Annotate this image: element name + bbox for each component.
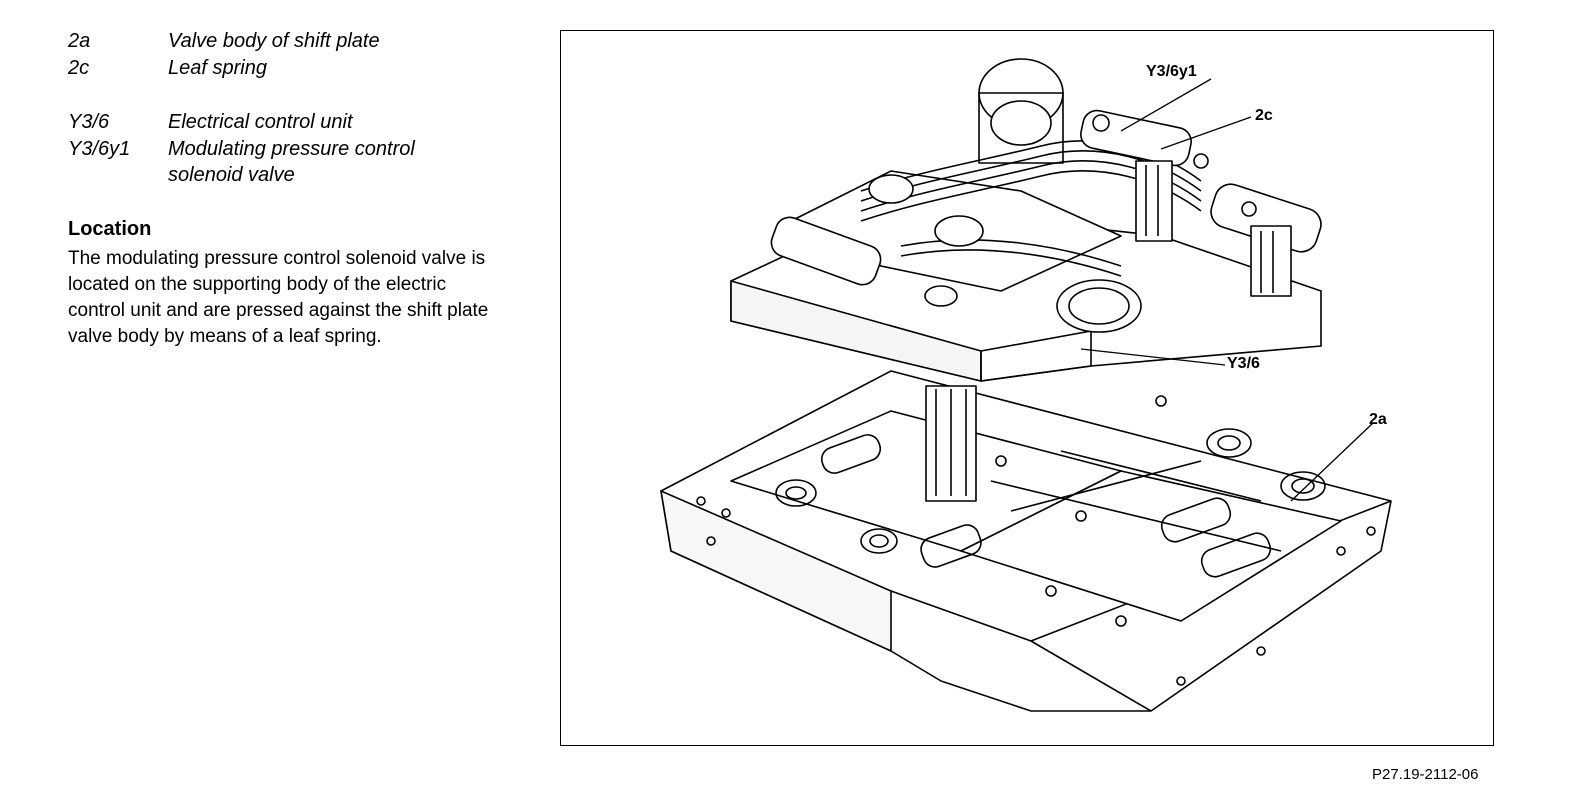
legend-code: Y3/6 xyxy=(68,111,110,133)
figure-frame: Y3/6y1 2c Y3/6 2a xyxy=(560,30,1494,746)
callout-y36: Y3/6 xyxy=(1227,355,1260,372)
legend-code: 2a xyxy=(68,30,91,52)
callout-y36y1: Y3/6y1 xyxy=(1146,63,1197,80)
legend-desc: Valve body of shift plate xyxy=(168,30,380,52)
legend-desc: Leaf spring xyxy=(168,57,267,79)
figure-reference: P27.19-2112-06 xyxy=(1372,766,1479,783)
control-unit-drawing xyxy=(730,58,1322,502)
legend-desc: Modulating pressure control xyxy=(168,138,415,160)
legend-code: Y3/6y1 xyxy=(68,138,131,160)
callout-2c: 2c xyxy=(1255,107,1273,124)
transmission-valve-illustration xyxy=(660,58,1392,712)
legend-desc-continued: solenoid valve xyxy=(168,164,295,186)
location-heading: Location xyxy=(68,218,152,240)
legend-code: 2c xyxy=(68,57,90,79)
bolts xyxy=(696,395,1376,686)
valve-body-drawing xyxy=(660,370,1392,712)
leader-lines xyxy=(1080,78,1374,502)
legend-desc: Electrical control unit xyxy=(168,111,353,133)
callout-2a: 2a xyxy=(1369,411,1387,428)
location-text: The modulating pressure control solenoid… xyxy=(68,248,489,347)
